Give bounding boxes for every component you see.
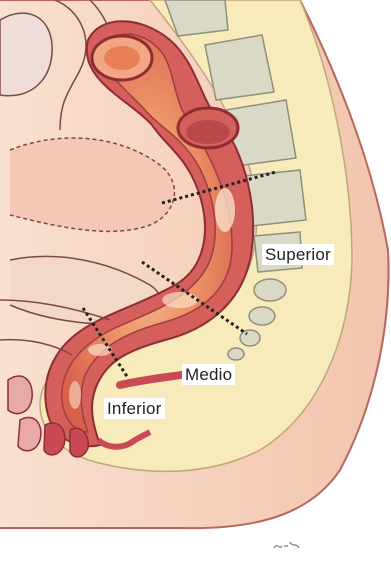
label-medio: Medio	[182, 364, 235, 385]
artist-signature	[272, 538, 302, 554]
label-superior: Superior	[262, 244, 334, 265]
label-inferior: Inferior	[104, 398, 165, 419]
